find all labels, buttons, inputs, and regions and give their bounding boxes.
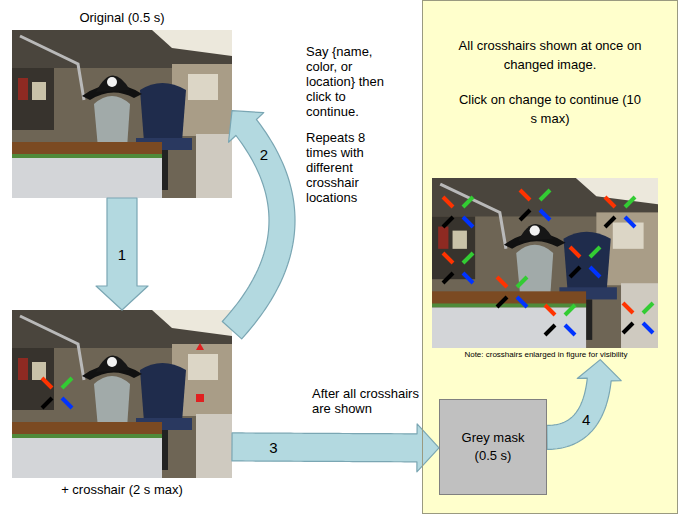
crosshair [443,253,473,283]
mask-label: Grey mask (0.5 s) [455,429,531,464]
trial-panel: All crosshairs shown at once on changed … [422,0,678,514]
crosshair [605,197,635,227]
crosshair [497,277,527,307]
block-arrow [547,360,621,450]
instruction-note: Repeats 8 times with different crosshair… [306,130,390,205]
red-marker [196,394,204,402]
instruction-note: After all crosshairs are shown [312,386,432,416]
step-number-holder: 4 [582,411,590,428]
panel-ground [422,0,678,514]
changed-photo: Note: crosshairs enlarged in figure for … [433,179,659,360]
crosshair [443,197,473,227]
crosshair [570,247,600,277]
panel-instruction: All crosshairs shown at once on changed … [455,37,645,75]
red-marker [196,343,204,350]
photo-frame: Original (0.5 s) [12,30,232,198]
block-arrow [96,198,148,310]
note-holder: After all crosshairs are shown [312,386,432,416]
office-photo [12,30,232,198]
note-holder: Say {name, color, or location} then clic… [306,44,390,119]
step-number-holder: 1 [118,246,126,263]
photo-caption: Original (0.5 s) [12,10,232,26]
step-number: 1 [118,246,126,263]
panel-instruction: Click on change to continue (10 s max) [455,91,645,129]
figure-note: Note: crosshairs enlarged in figure for … [433,350,659,360]
crosshair [42,378,72,408]
crosshair [545,305,575,335]
instruction-note: Say {name, color, or location} then clic… [306,44,390,119]
crosshair [520,190,550,220]
block-arrow [232,424,439,472]
step-number-holder: 3 [269,439,277,456]
step-number: 2 [260,146,268,163]
step-number-holder: 2 [260,146,268,163]
office-photo [12,310,232,478]
step-number: 3 [269,439,277,456]
grey-mask-box: Grey mask (0.5 s) [439,399,547,495]
photo-frame: + crosshair (2 s max) [12,310,232,478]
office-photo [432,178,658,348]
crosshair [623,303,653,333]
photo-caption: + crosshair (2 s max) [12,482,232,498]
note-holder: Repeats 8 times with different crosshair… [306,130,390,205]
block-arrow [222,111,295,339]
step-number: 4 [582,411,590,428]
